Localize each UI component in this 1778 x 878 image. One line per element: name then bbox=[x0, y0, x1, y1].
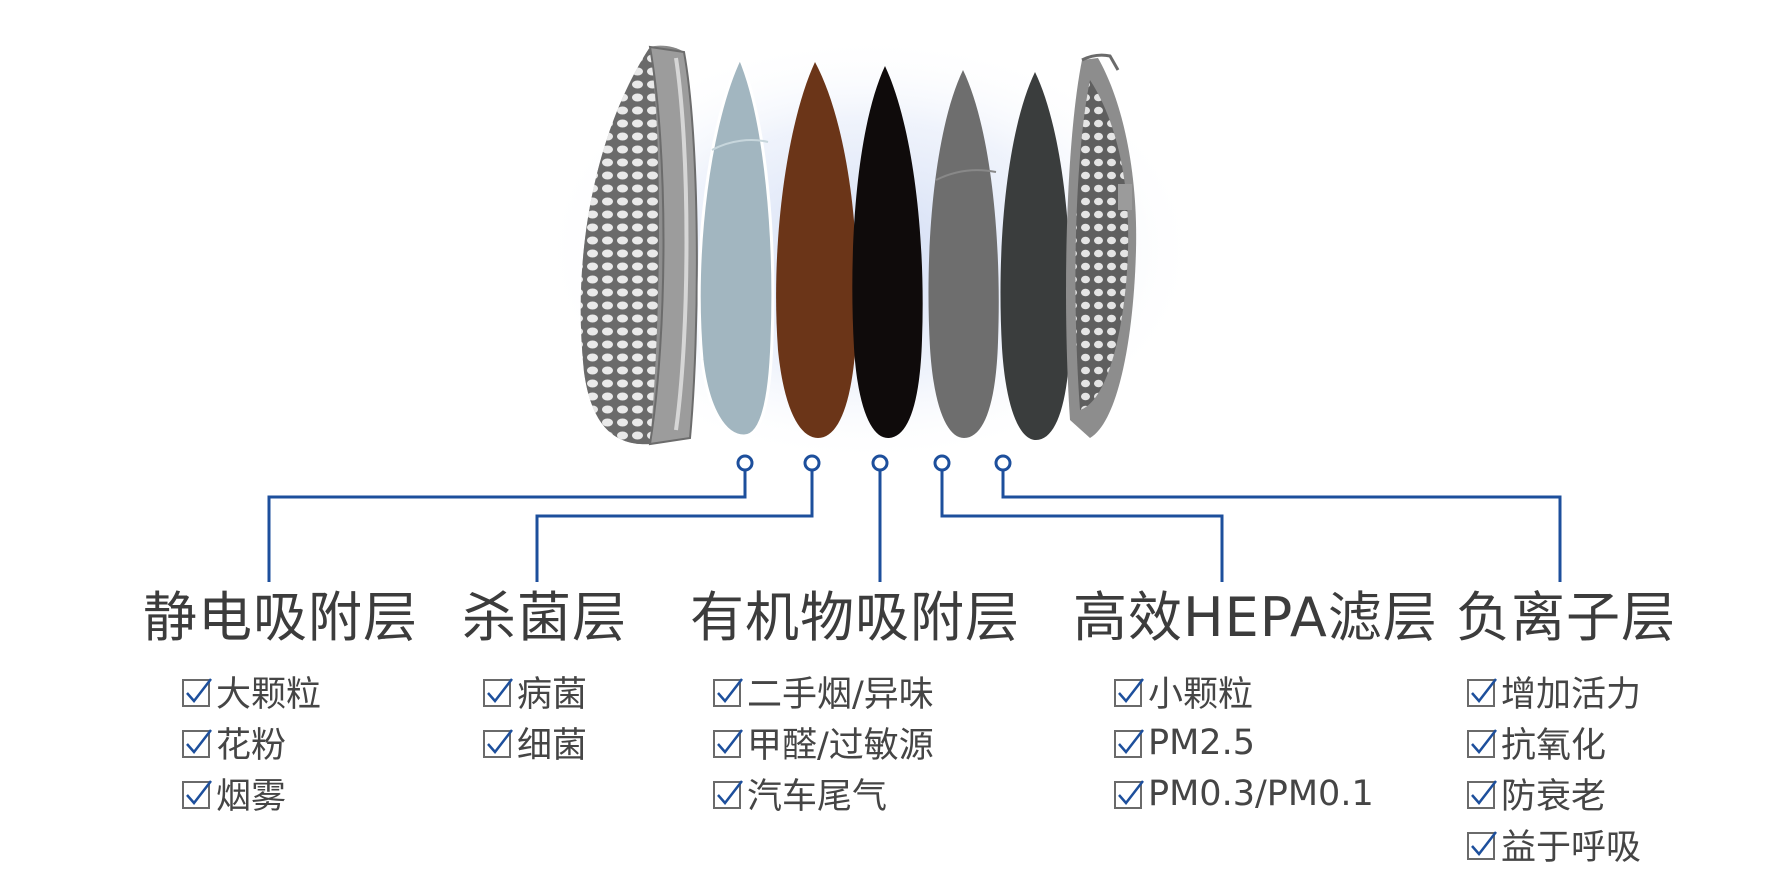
feature-label: 益于呼吸 bbox=[1501, 828, 1642, 868]
feature-label: 甲醛/过敏源 bbox=[747, 726, 934, 766]
layer-title: 静电吸附层 bbox=[143, 586, 418, 649]
layer-organic: 有机物吸附层 二手烟/异味 甲醛/过敏源 汽车尾气 bbox=[690, 586, 1020, 817]
checkbox-checked-icon bbox=[182, 779, 212, 809]
outer-frame-right-icon bbox=[1066, 53, 1137, 438]
checkbox-checked-icon bbox=[1114, 728, 1144, 758]
feature-item: 抗氧化 bbox=[1466, 717, 1641, 768]
feature-item: 益于呼吸 bbox=[1466, 819, 1641, 870]
feature-item: PM0.3/PM0.1 bbox=[1113, 768, 1374, 819]
feature-label: 烟雾 bbox=[216, 777, 287, 817]
feature-label: 小颗粒 bbox=[1148, 675, 1254, 715]
connector-dot bbox=[871, 454, 889, 472]
feature-item: 大颗粒 bbox=[181, 666, 321, 717]
feature-item: 病菌 bbox=[482, 666, 587, 717]
connector-dot bbox=[803, 454, 821, 472]
feature-label: 大颗粒 bbox=[216, 675, 322, 715]
connector-antibacterial bbox=[535, 471, 814, 582]
layer-title: 有机物吸附层 bbox=[690, 586, 1020, 649]
connector-hepa bbox=[940, 471, 1224, 582]
hepa-filter-sheet bbox=[928, 70, 999, 438]
layer-title: 高效HEPA滤层 bbox=[1073, 586, 1438, 649]
feature-label: 防衰老 bbox=[1501, 777, 1607, 817]
layer-title: 负离子层 bbox=[1456, 586, 1676, 649]
connector-electrostatic bbox=[267, 471, 747, 582]
checkbox-checked-icon bbox=[182, 677, 212, 707]
feature-item: 汽车尾气 bbox=[712, 768, 934, 819]
antibacterial-filter-sheet bbox=[776, 62, 858, 438]
checkbox-checked-icon bbox=[713, 728, 743, 758]
checkbox-checked-icon bbox=[713, 677, 743, 707]
feature-label: PM0.3/PM0.1 bbox=[1148, 773, 1374, 814]
checkbox-checked-icon bbox=[1467, 677, 1497, 707]
feature-label: 病菌 bbox=[517, 675, 588, 715]
checkbox-checked-icon bbox=[1114, 677, 1144, 707]
feature-item: PM2.5 bbox=[1113, 717, 1374, 768]
feature-item: 二手烟/异味 bbox=[712, 666, 934, 717]
organic-filter-sheet bbox=[852, 66, 923, 438]
feature-item: 甲醛/过敏源 bbox=[712, 717, 934, 768]
feature-item: 小颗粒 bbox=[1113, 666, 1374, 717]
checkbox-checked-icon bbox=[1114, 779, 1144, 809]
feature-item: 烟雾 bbox=[181, 768, 321, 819]
connector-dot bbox=[736, 454, 754, 472]
checkbox-checked-icon bbox=[1467, 779, 1497, 809]
connector-anion bbox=[1001, 471, 1562, 582]
feature-label: 汽车尾气 bbox=[747, 777, 888, 817]
connector-dot bbox=[994, 454, 1012, 472]
feature-label: 抗氧化 bbox=[1501, 726, 1607, 766]
layer-title: 杀菌层 bbox=[462, 586, 627, 649]
checkbox-checked-icon bbox=[1467, 830, 1497, 860]
feature-list: 病菌 细菌 bbox=[482, 666, 587, 768]
feature-label: PM2.5 bbox=[1148, 722, 1255, 763]
connector-dots bbox=[736, 454, 1012, 472]
feature-item: 花粉 bbox=[181, 717, 321, 768]
electrostatic-filter-sheet bbox=[697, 54, 775, 438]
feature-item: 防衰老 bbox=[1466, 768, 1641, 819]
checkbox-checked-icon bbox=[483, 728, 513, 758]
checkbox-checked-icon bbox=[713, 779, 743, 809]
outer-frame-left-icon bbox=[580, 45, 698, 446]
layer-hepa: 高效HEPA滤层 小颗粒 PM2.5 PM0.3/PM0.1 bbox=[1073, 586, 1438, 814]
layer-anion: 负离子层 增加活力 抗氧化 防衰老 益于呼吸 bbox=[1456, 586, 1676, 868]
feature-list: 大颗粒 花粉 烟雾 bbox=[181, 666, 321, 819]
connector-lines bbox=[267, 471, 1562, 582]
feature-list: 小颗粒 PM2.5 PM0.3/PM0.1 bbox=[1113, 666, 1374, 819]
feature-label: 细菌 bbox=[517, 726, 588, 766]
feature-list: 增加活力 抗氧化 防衰老 益于呼吸 bbox=[1466, 666, 1641, 870]
layer-electrostatic: 静电吸附层 大颗粒 花粉 烟雾 bbox=[143, 586, 418, 817]
feature-label: 花粉 bbox=[216, 726, 287, 766]
feature-list: 二手烟/异味 甲醛/过敏源 汽车尾气 bbox=[712, 666, 934, 819]
feature-item: 细菌 bbox=[482, 717, 587, 768]
anion-filter-sheet bbox=[1000, 72, 1071, 440]
checkbox-checked-icon bbox=[1467, 728, 1497, 758]
checkbox-checked-icon bbox=[182, 728, 212, 758]
feature-label: 增加活力 bbox=[1501, 675, 1642, 715]
feature-label: 二手烟/异味 bbox=[747, 675, 934, 715]
connector-dot bbox=[933, 454, 951, 472]
layer-antibacterial: 杀菌层 病菌 细菌 bbox=[462, 586, 627, 766]
feature-item: 增加活力 bbox=[1466, 666, 1641, 717]
checkbox-checked-icon bbox=[483, 677, 513, 707]
